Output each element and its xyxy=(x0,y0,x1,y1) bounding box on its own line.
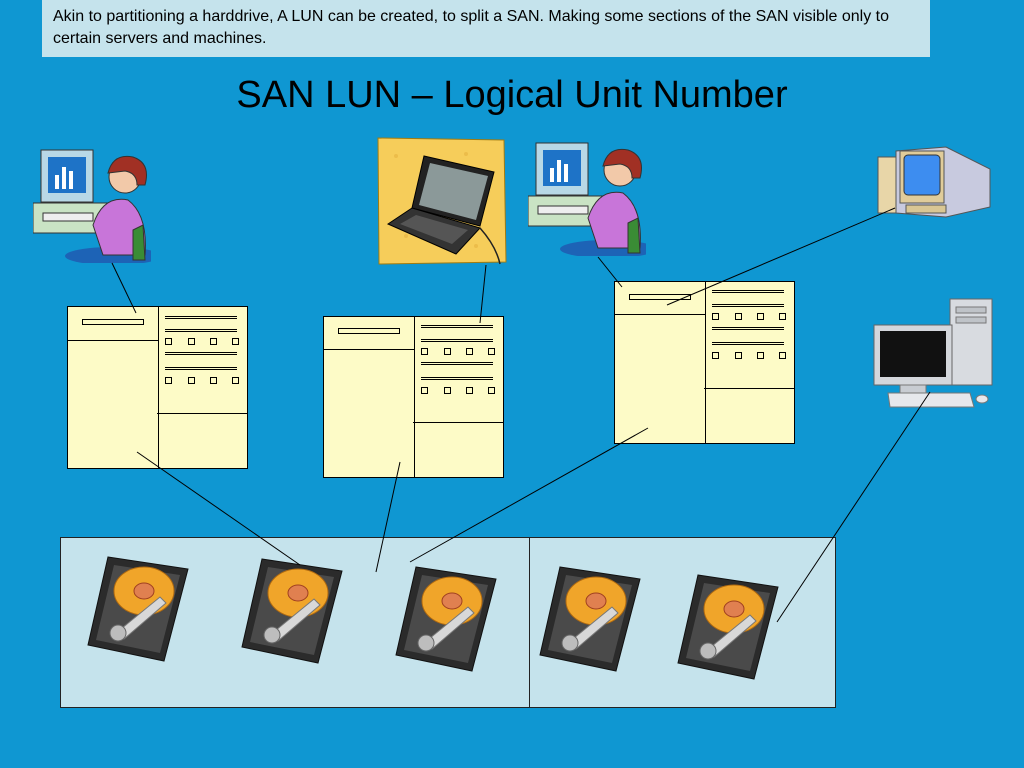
connector-line xyxy=(111,262,137,314)
hard-drive-icon xyxy=(241,558,343,664)
connector-line xyxy=(479,264,487,324)
slide-title: SAN LUN – Logical Unit Number xyxy=(236,74,788,116)
connector-line xyxy=(409,427,649,563)
connector-line xyxy=(776,391,931,623)
connector-line xyxy=(375,461,401,573)
san-partition-divider xyxy=(529,538,530,707)
hard-drive-icon xyxy=(87,556,189,662)
desktop-computer-icon xyxy=(877,146,991,218)
connector-line xyxy=(666,207,896,306)
woman-at-computer-icon xyxy=(33,149,151,263)
hard-drive-icon xyxy=(677,574,779,680)
connector-line xyxy=(136,451,301,566)
connector-line xyxy=(597,256,623,288)
hard-drive-icon xyxy=(539,566,641,672)
laptop-icon xyxy=(377,137,507,265)
lun-table-2 xyxy=(323,316,504,478)
hard-drive-icon xyxy=(395,566,497,672)
lun-table-3 xyxy=(614,281,795,444)
desktop-computer-icon xyxy=(873,298,993,408)
woman-at-computer-icon xyxy=(528,142,646,256)
lun-table-1 xyxy=(67,306,248,469)
description-text: Akin to partitioning a harddrive, A LUN … xyxy=(53,8,889,47)
description-note: Akin to partitioning a harddrive, A LUN … xyxy=(42,0,930,57)
